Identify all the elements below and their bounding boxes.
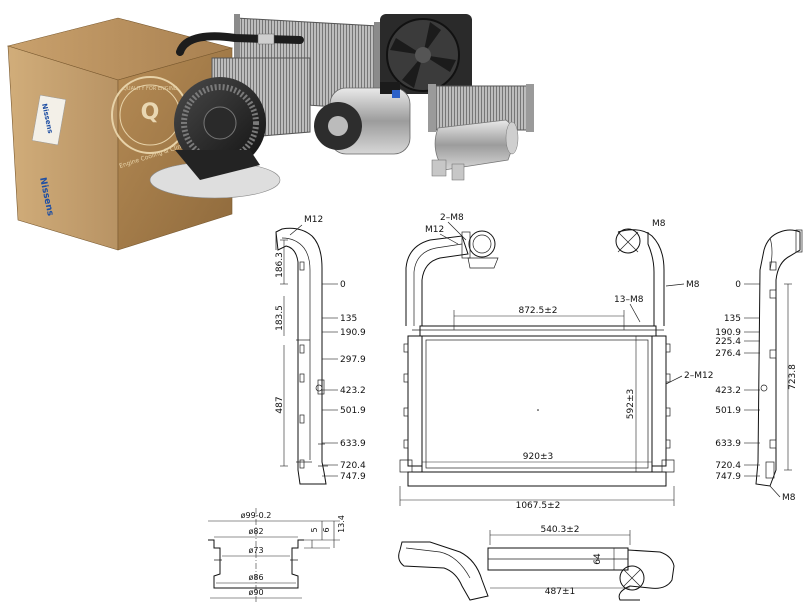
left-tick: 747.9 [340,472,366,482]
blower-motor-icon [149,77,281,199]
left-tick-labels: 0 135 190.9 297.9 423.2 501.9 633.9 720.… [340,280,366,482]
front-label-13m8: 13–M8 [614,295,644,305]
section-d73: ø73 [248,546,263,555]
left-tick: 501.9 [340,406,366,416]
section-d90: ø90 [248,588,263,597]
front-label-m12: M12 [425,225,444,235]
left-tick: 190.9 [340,328,366,338]
left-tick: 0 [340,280,346,290]
right-tick: 0 [735,280,741,290]
right-side-view: 0 135 190.9 225.4 276.4 423.2 501.9 633.… [715,229,803,503]
front-dim-592: 592±3 [626,389,636,419]
section-h6: 6 [322,527,331,532]
right-dim-723: 723.8 [788,364,798,390]
right-pipe-thread-mid: M8 [686,280,700,290]
right-tick: 501.9 [715,406,741,416]
section-d99: ø99-0.2 [241,511,272,520]
right-tick: 135 [724,314,741,324]
left-tick: 633.9 [340,439,366,449]
seal-text: QUALITY FOR ENGINE [123,86,177,92]
right-tick: 276.4 [715,349,741,359]
port-section-view: ø99-0.2 ø82 ø73 ø86 ø90 5 6 13.4 [208,508,346,604]
compressor-icon [314,82,411,155]
left-tick: 423.2 [340,386,366,396]
bottom-dim-540: 540.3±2 [540,525,579,535]
barcode-label [31,94,67,146]
section-h5: 5 [310,527,319,532]
left-tick: 135 [340,314,357,324]
right-pipe-thread-top: M8 [652,219,666,229]
left-thread-label: M12 [304,215,323,225]
right-tick: 720.4 [715,461,741,471]
left-side-view: M12 0 135 190.9 [275,215,366,485]
front-label-2m8: 2–M8 [440,213,464,223]
right-tick: 190.9 [715,328,741,338]
right-outlet-pipe: M8 M8 [652,219,700,290]
left-tick: 720.4 [340,461,366,471]
bottom-dim-64: 64 [593,553,603,565]
right-tick-labels: 0 135 190.9 225.4 276.4 423.2 501.9 633.… [715,280,741,482]
front-view: 2–M8 M12 [399,213,713,511]
product-photo-collage: Q QUALITY FOR ENGINE Nissens Nissens Eng… [6,14,534,251]
right-tick: 633.9 [715,439,741,449]
bottom-dim-487: 487±1 [545,587,575,597]
left-dim-487: 487 [275,396,285,413]
right-tick: 225.4 [715,337,741,347]
right-thread-bottom: M8 [782,493,796,503]
left-dim-186: 186.3 [275,252,285,278]
front-dim-872: 872.5±2 [518,306,557,316]
left-tick: 297.9 [340,355,366,365]
front-label-2m12: 2–M12 [684,371,713,381]
left-dim-183: 183.5 [275,305,285,331]
right-tick: 747.9 [715,472,741,482]
section-h134: 13.4 [337,515,346,533]
front-dim-1067: 1067.5±2 [516,501,561,511]
hose-icon [176,32,304,56]
drier-icon [431,119,519,181]
right-tick: 423.2 [715,386,741,396]
svg-text:Q: Q [141,100,160,125]
fan-icon [380,14,472,94]
front-dim-920: 920±3 [523,452,553,462]
bottom-plan-view: 540.3±2 64 487±1 [398,525,675,601]
